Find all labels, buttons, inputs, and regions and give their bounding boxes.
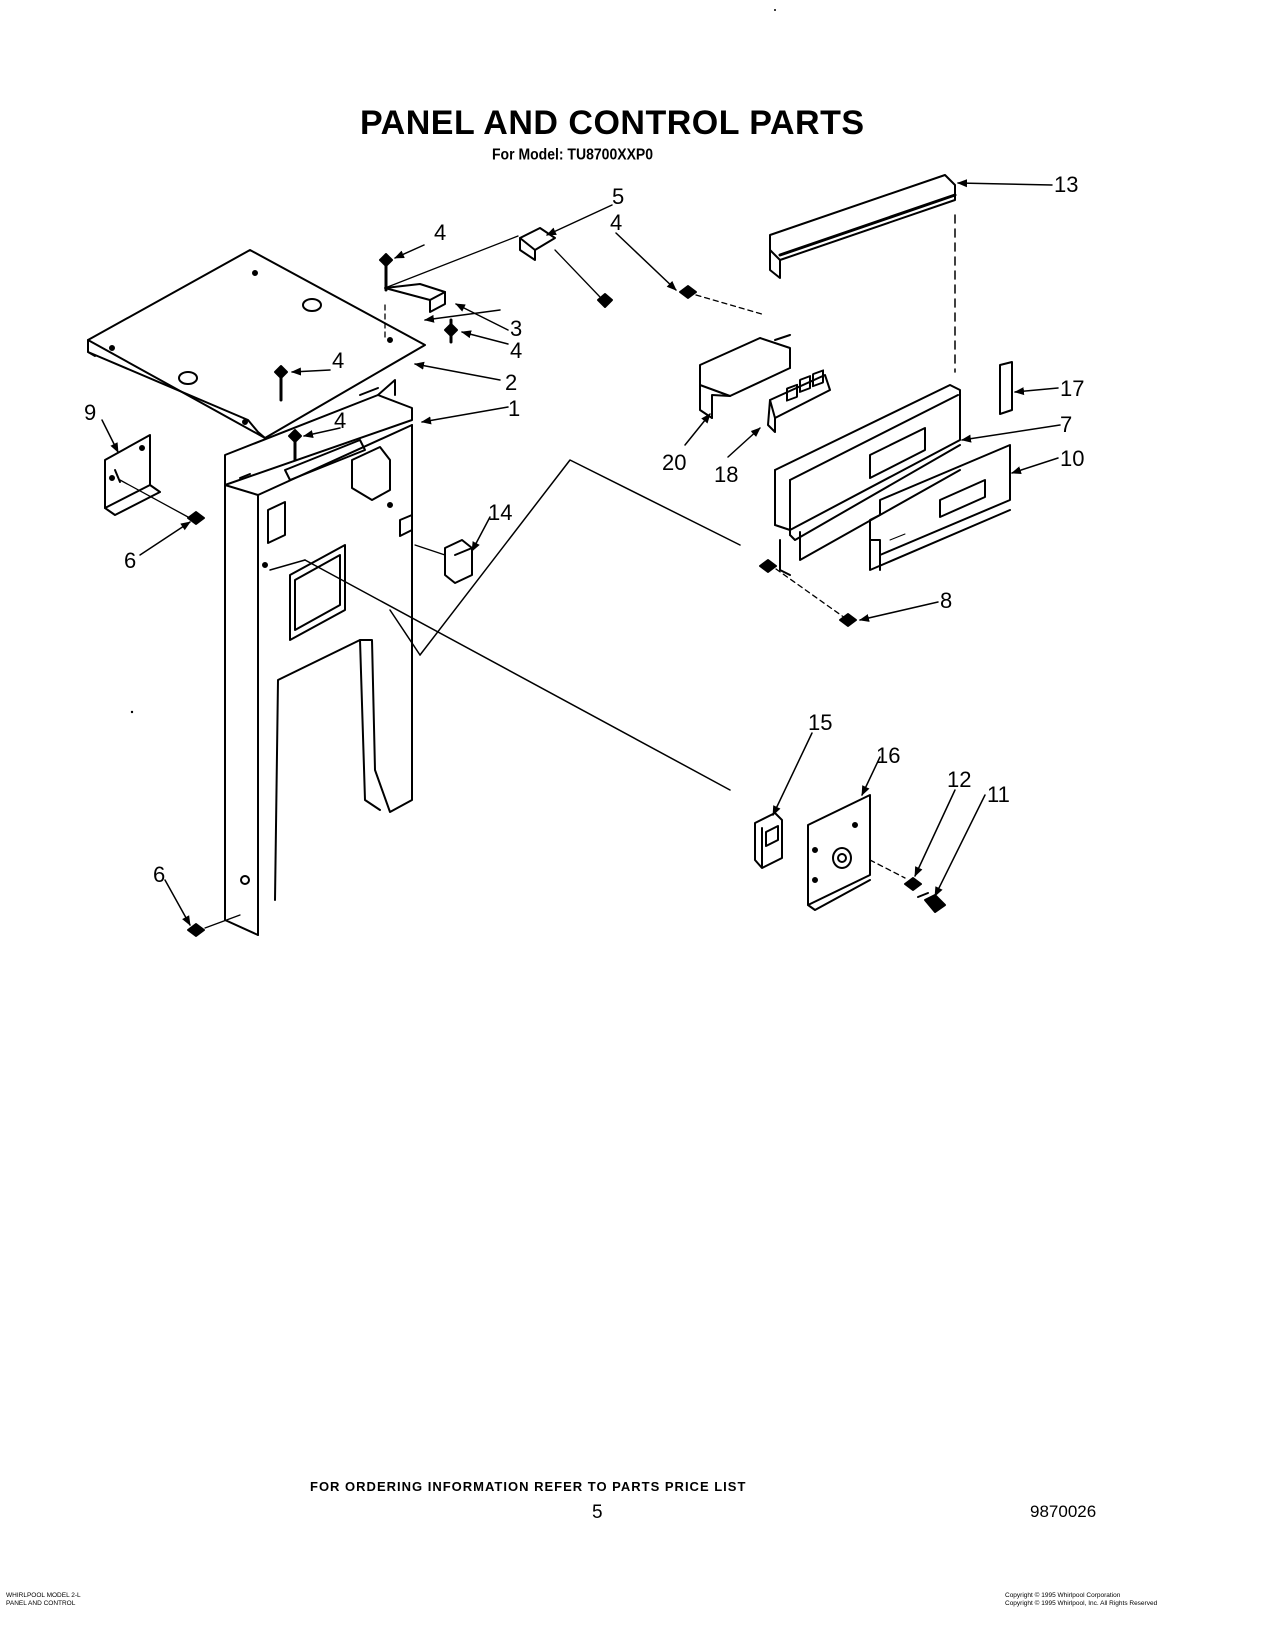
screws [119,249,922,937]
console-bracket [699,334,791,419]
callout-4b: 4 [510,338,522,363]
callout-4e: 4 [610,210,622,235]
hinge-bracket [384,227,556,313]
page-number: 5 [592,1502,603,1523]
side-trim-strip [999,361,1013,415]
button-switch-assembly [767,369,831,433]
callout-13: 13 [1054,172,1078,197]
copyright-line1: Copyright © 1995 Whirlpool Corporation [1005,1592,1121,1599]
callout-12: 12 [947,767,971,792]
page-title: PANEL AND CONTROL PARTS [360,104,865,142]
callout-11: 11 [987,782,1010,807]
switch-knob [917,892,946,913]
callout-9: 9 [84,400,96,425]
callout-leaders [101,179,1061,926]
callout-4a: 4 [434,220,446,245]
model-subtitle: For Model: TU8700XXP0 [492,145,654,163]
control-console [774,384,961,576]
callout-6a: 6 [124,548,136,573]
callout-20: 20 [662,450,686,475]
assembly-guide-lines [269,459,741,791]
main-side-panel [224,379,413,936]
callout-4c: 4 [332,348,344,373]
callout-5: 5 [612,184,624,209]
callout-18: 18 [714,462,738,487]
callout-8: 8 [940,588,952,613]
callout-7: 7 [1060,412,1072,437]
callout-2: 2 [505,370,517,395]
small-print-left-line2: PANEL AND CONTROL [6,1600,76,1607]
mounting-bracket [104,434,161,516]
top-trim [769,174,957,373]
callout-4d: 4 [334,408,346,433]
control-panel-overlay [869,444,1011,571]
door-switch [414,539,473,584]
document-number: 9870026 [1030,1502,1097,1521]
small-print-left-line1: WHIRLPOOL MODEL 2-L [6,1592,81,1599]
callout-10: 10 [1060,446,1084,471]
switch-mounting-plate [807,794,906,911]
callout-14: 14 [488,500,512,525]
ordering-note: FOR ORDERING INFORMATION REFER TO PARTS … [310,1479,747,1494]
callout-3: 3 [510,316,522,341]
callout-17: 17 [1060,376,1084,401]
top-cover-plate [87,249,426,439]
callout-6b: 6 [153,862,165,887]
small-print-left: WHIRLPOOL MODEL 2-L PANEL AND CONTROL [6,1592,81,1608]
callout-16: 16 [876,743,900,768]
rocker-switch [754,812,783,869]
small-print-right: Copyright © 1995 Whirlpool Corporation C… [1005,1592,1157,1608]
callout-numbers: 1 2 3 4 4 4 4 4 5 6 6 7 8 9 10 11 12 13 … [84,172,1084,887]
callout-1: 1 [508,396,520,421]
copyright-line2: Copyright © 1995 Whirlpool, Inc. All Rig… [1005,1600,1158,1607]
callout-15: 15 [808,710,832,735]
